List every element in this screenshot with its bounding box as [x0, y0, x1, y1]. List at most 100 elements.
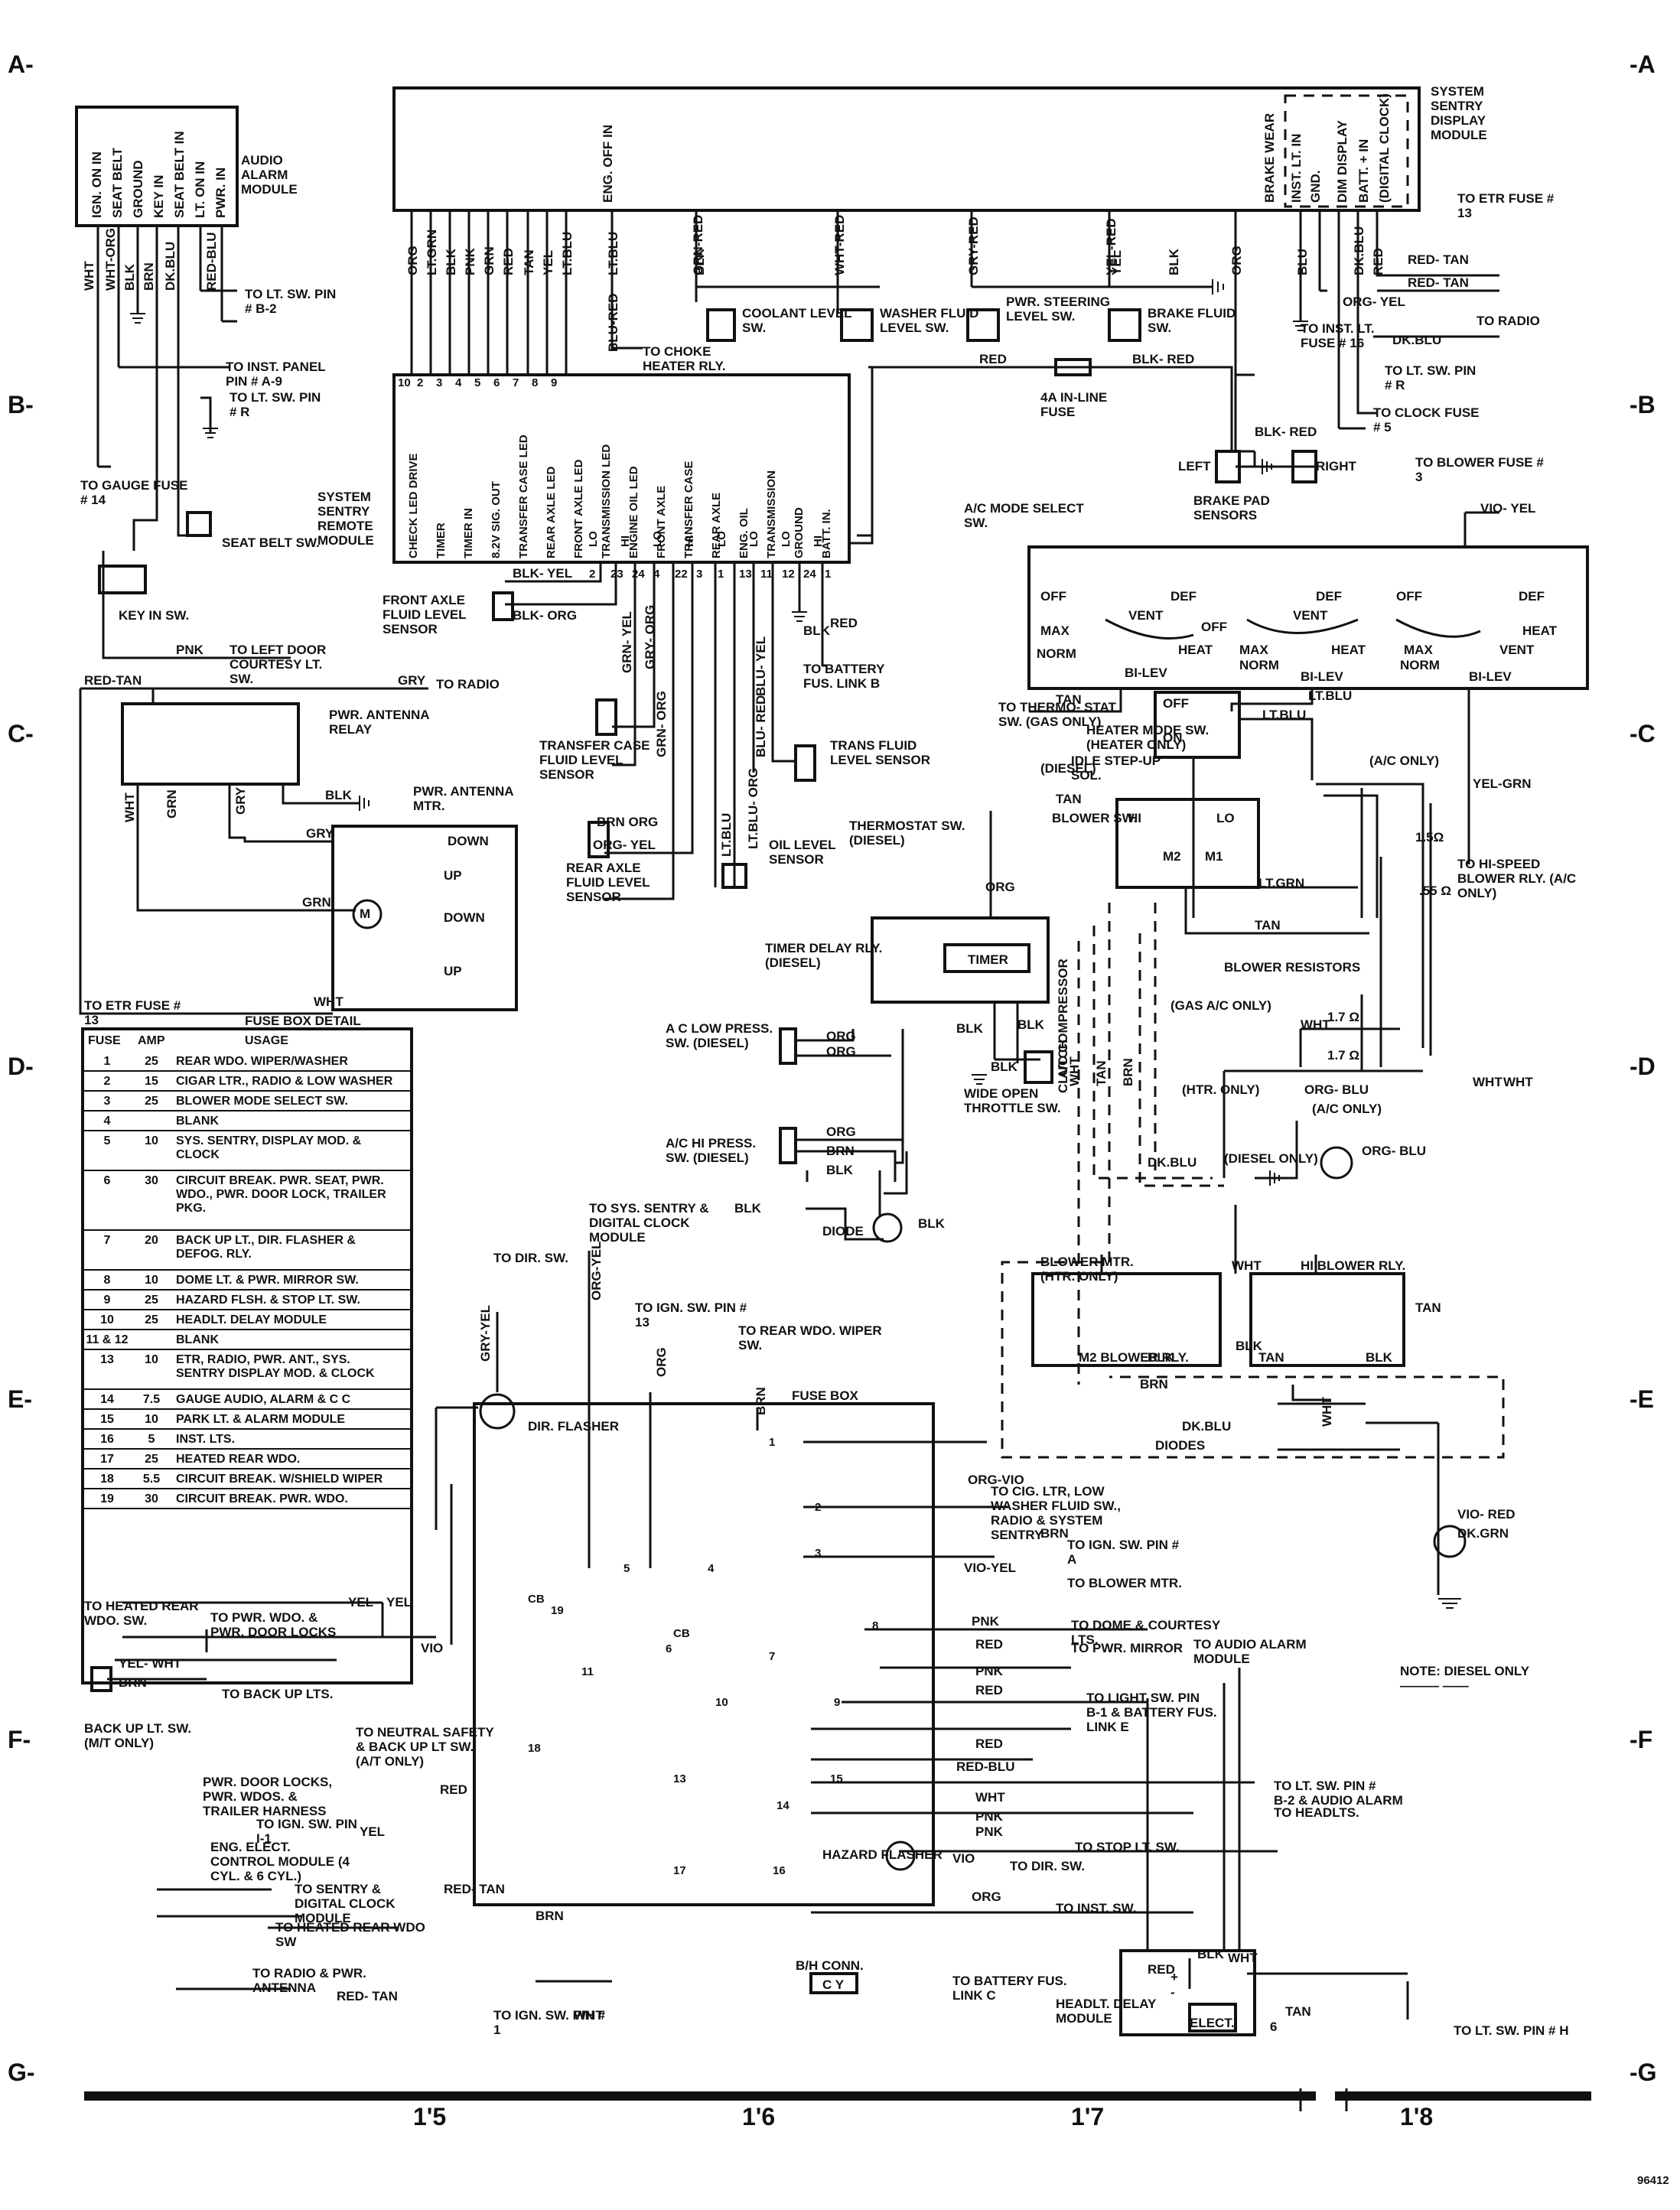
connection-label: HEATER MODE SW.	[1086, 723, 1209, 737]
pin-number: 22	[675, 568, 688, 581]
connection-label: RED-TAN	[84, 673, 142, 688]
pin-sub-label: LO	[715, 531, 728, 547]
connection-label: PNK	[975, 1824, 1004, 1839]
connection-label: TO BLOWER MTR.	[1067, 1576, 1182, 1590]
fuse-usage: HEATED REAR WDO.	[176, 1453, 300, 1466]
fuse-usage: WDO., PWR. DOOR LOCK, TRAILER	[176, 1188, 386, 1201]
connection-label: BLK- RED	[1132, 352, 1194, 366]
connection-label: NORM	[1400, 658, 1440, 672]
grid-letter: -F	[1630, 1726, 1652, 1753]
fuse-box-outline	[473, 1402, 935, 1906]
pin-number: 23	[610, 568, 623, 581]
connection-label: REAR AXLE	[566, 861, 641, 875]
connection-label: UP	[444, 964, 462, 978]
pin-label: KEY IN	[151, 175, 166, 218]
pin-label: BRAKE WEAR	[1262, 113, 1277, 203]
connection-label: BRAKE PAD	[1193, 493, 1270, 508]
pin-sub-label: LO	[587, 531, 600, 547]
connection-label: DOWN	[448, 834, 489, 848]
connection-label: IDLE STEP-UP	[1071, 753, 1161, 768]
circuit-breaker-label: CB	[673, 1627, 690, 1640]
fuse-number: 6	[104, 1174, 111, 1187]
connection-label: TAN	[1285, 2004, 1311, 2019]
connection-label: TO BLOWER FUSE #	[1415, 455, 1544, 470]
pin-label: DIM DISPLAY	[1335, 119, 1350, 203]
connection-label: NOTE: DIESEL ONLY	[1400, 1664, 1530, 1678]
connection-label: SENSOR	[566, 890, 621, 904]
pin-label: LT. ON IN	[193, 161, 207, 218]
connection-label: (HEATER ONLY)	[1086, 737, 1186, 752]
connection-label: ORG- YEL	[593, 838, 656, 852]
connection-label: BLK	[1017, 1017, 1045, 1032]
fuse-slot-number: 8	[872, 1619, 878, 1632]
connection-label: GRN	[164, 789, 179, 819]
wire-color: GRN	[482, 246, 497, 275]
connection-label: TRANSFER CASE	[539, 738, 650, 753]
connection-label: BLK	[325, 788, 353, 802]
fuse-amp: 10	[145, 1413, 158, 1426]
table-header: USAGE	[245, 1034, 288, 1047]
fuse-usage: BLOWER MODE SELECT SW.	[176, 1095, 348, 1108]
connection-label: YEL	[348, 1595, 373, 1609]
fuse-usage: SENTRY DISPLAY MOD. & CLOCK	[176, 1367, 375, 1380]
connection-label: B-1 & BATTERY FUS.	[1086, 1705, 1217, 1720]
connection-label: TO LT. SW. PIN #	[1274, 1779, 1376, 1793]
connection-label: TAN	[1056, 692, 1082, 707]
connection-label: (DIESEL)	[1040, 761, 1096, 776]
wire-color: BLK	[1167, 248, 1181, 275]
connection-label: FLUID LEVEL	[539, 753, 623, 767]
connection-label: LT.BLU	[1262, 708, 1306, 722]
pin-label: TIMER IN	[462, 508, 475, 558]
connection-label: HEATER RLY.	[643, 359, 726, 373]
connection-label: NORM	[1037, 646, 1076, 661]
connection-label: ANTENNA	[252, 1981, 316, 1995]
connection-label: (DIESEL)	[849, 833, 905, 848]
connection-label: WASHER FLUID	[880, 306, 978, 321]
connection-label: RED	[979, 352, 1007, 366]
connection-label: VIO	[952, 1851, 975, 1866]
pin-number: 5	[474, 376, 480, 389]
connection-label: (DIESEL ONLY)	[1224, 1151, 1318, 1166]
connection-label: TO LT. SW. PIN	[230, 390, 321, 405]
connection-label: MODULE	[295, 1911, 351, 1925]
pin-label: REAR AXLE LED	[545, 467, 558, 558]
connection-label: TO NEUTRAL SAFETY	[356, 1725, 494, 1740]
connection-label: WHT	[1232, 1258, 1262, 1273]
fuse-amp: 10	[145, 1274, 158, 1287]
fuse-usage: GAUGE AUDIO, ALARM & C C	[176, 1393, 351, 1406]
fuse-amp: 5	[148, 1433, 155, 1446]
connection-label: SENSOR	[383, 622, 438, 636]
connection-label: BI-LEV	[1125, 666, 1167, 680]
fuse-amp: 25	[145, 1313, 158, 1326]
connection-label: LEVEL SW.	[880, 321, 949, 335]
pin-number: 3	[436, 376, 442, 389]
connection-label: SW.	[964, 516, 988, 530]
connection-label: FLUID LEVEL	[566, 875, 650, 890]
grid-letter: -C	[1630, 720, 1656, 747]
module-title: AUDIO	[241, 153, 283, 168]
fuse-usage: CLOCK	[176, 1148, 220, 1161]
wire-color: PNK	[463, 247, 477, 275]
connection-label: FUS. LINK B	[803, 676, 880, 691]
pin-sub-label: LO	[747, 531, 760, 547]
wiring-lines	[75, 86, 1591, 2111]
connection-label: TO RADIO & PWR.	[252, 1966, 366, 1981]
connection-label: 13	[635, 1315, 650, 1330]
wire-color: LT.BLU	[606, 232, 620, 275]
connection-label: .55 Ω	[1419, 884, 1451, 898]
fuse-amp: 25	[145, 1095, 158, 1108]
connection-label: LO	[1216, 811, 1235, 825]
heater-mode-switch-box	[1154, 691, 1241, 759]
fuse-slot-number: 9	[834, 1696, 840, 1709]
connection-label: VENT	[1128, 608, 1164, 623]
connection-label: MAX	[1040, 623, 1070, 638]
pin-number: 2	[589, 568, 595, 581]
connection-label: VIO-YEL	[964, 1561, 1016, 1575]
connection-label: BACK UP LT. SW.	[84, 1721, 191, 1736]
grid-letter: G-	[8, 2059, 35, 2086]
connection-label: PNK	[975, 1809, 1004, 1824]
connection-label: SW.	[738, 1338, 762, 1352]
pin-number: 11	[760, 568, 773, 581]
connection-label: TO IGN. SW. PIN	[256, 1817, 357, 1831]
fuse-number: 10	[100, 1313, 114, 1326]
